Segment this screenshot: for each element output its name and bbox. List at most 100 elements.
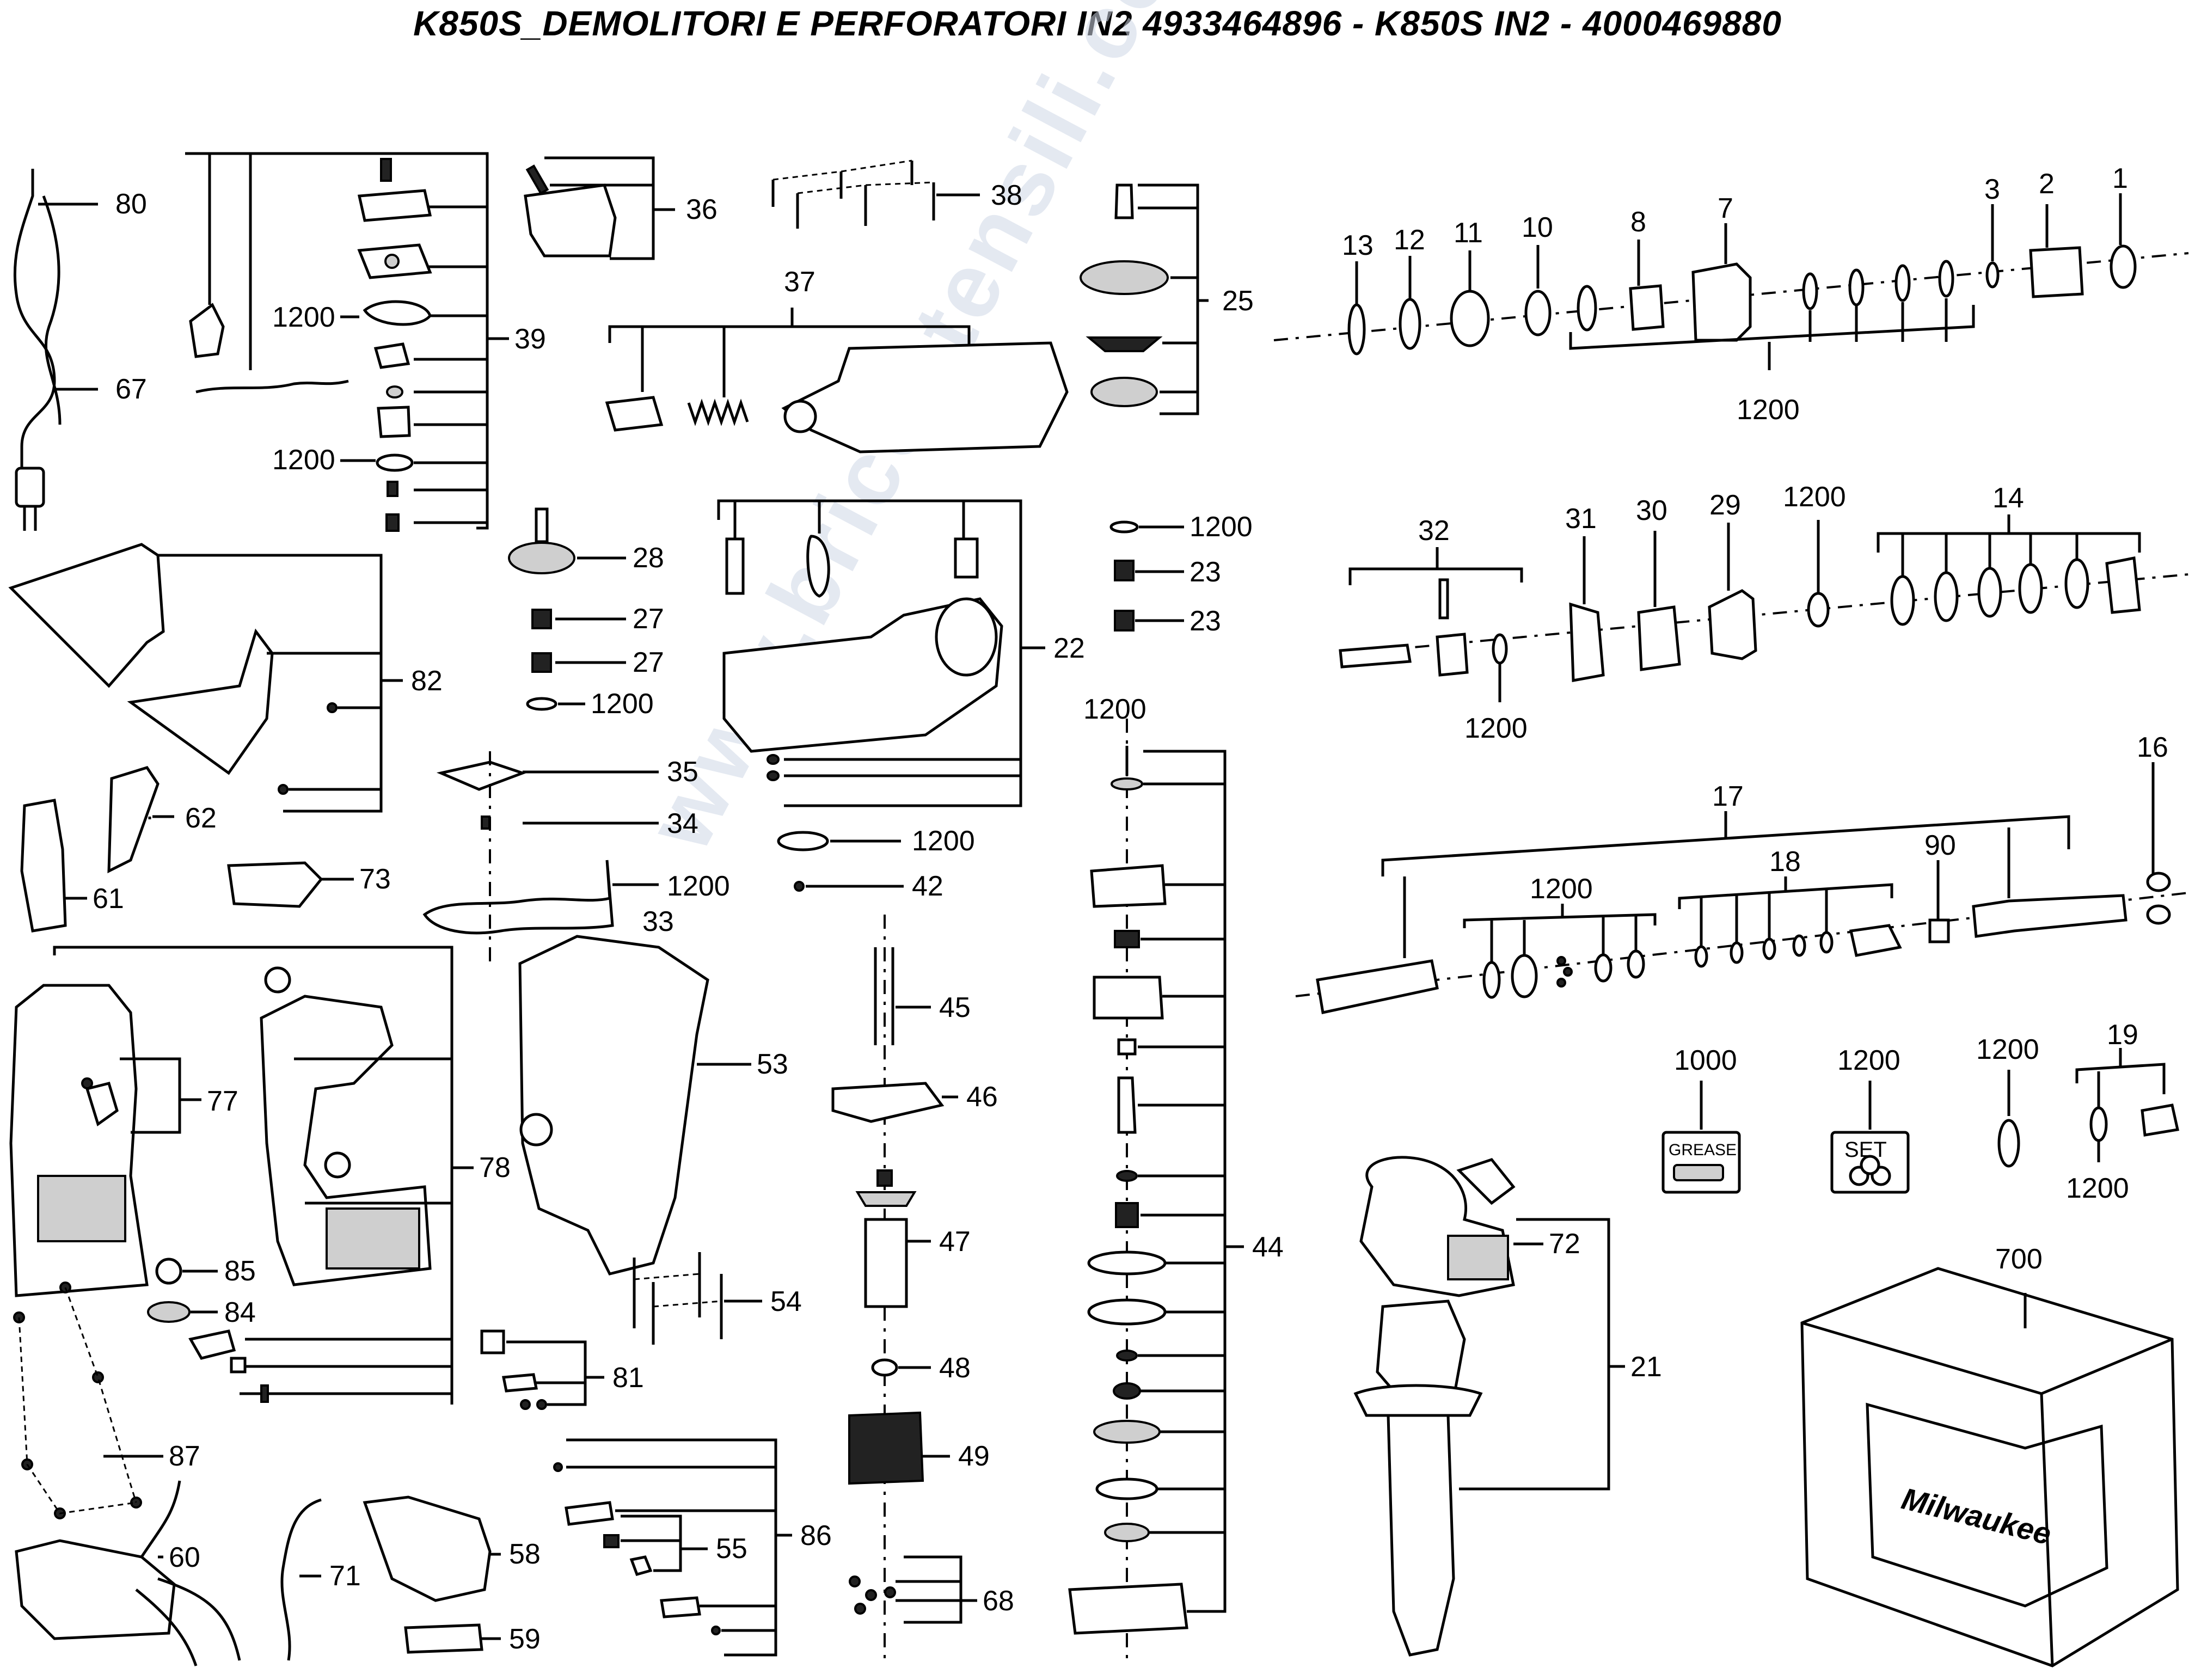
callout-49: 49 [958,1440,990,1472]
callout-86: 86 [800,1520,832,1552]
callout-25: 25 [1222,285,1254,317]
callout-30: 30 [1636,495,1667,526]
callout-23-a: 23 [1190,556,1221,588]
group-36 [524,156,675,260]
callout-71: 71 [329,1560,361,1592]
callout-11: 11 [1454,217,1483,249]
group-37 [605,308,1069,453]
callout-82: 82 [411,665,443,697]
callout-58: 58 [509,1538,541,1570]
callout-39: 39 [514,323,546,355]
callout-28: 28 [633,542,664,574]
callout-33: 33 [642,906,674,937]
housing-78 [9,946,474,1405]
callout-17: 17 [1712,781,1744,812]
callout-1200-d: 1200 [591,688,654,720]
spindle-row-bottom-leaders [1381,762,2155,962]
group-25 [1080,183,1209,415]
callout-48: 48 [939,1352,971,1384]
callout-12: 12 [1394,224,1425,256]
callout-77: 77 [207,1086,238,1117]
callout-1200-i: 1200 [912,825,975,857]
callout-72: 72 [1549,1228,1580,1260]
callout-27-b: 27 [633,647,664,678]
set-label: SET [1844,1138,1887,1162]
grease-label: GREASE [1669,1141,1737,1159]
callout-34: 34 [667,808,698,839]
group-86 [553,1438,792,1657]
callout-61: 61 [93,883,124,915]
callout-23-b: 23 [1190,605,1221,637]
callout-14: 14 [1992,482,2024,514]
callout-700: 700 [1995,1243,2043,1275]
switch-parts [189,158,432,532]
callout-37: 37 [784,266,816,298]
carry-case [1800,1267,2179,1667]
callout-38: 38 [991,180,1022,211]
power-cord [13,169,98,531]
callout-54: 54 [770,1286,802,1317]
callout-55: 55 [716,1533,747,1565]
callout-1200-l: 1200 [1837,1045,1900,1076]
parts-42 [777,831,904,892]
callout-73: 73 [359,863,391,895]
callout-60: 60 [169,1542,200,1573]
part-68-screws [849,1555,977,1624]
callout-29: 29 [1709,489,1741,521]
callout-22: 22 [1053,633,1085,664]
callout-1200-k: 1200 [1530,873,1593,905]
callout-1200-h: 1200 [667,870,730,902]
callout-2: 2 [2039,168,2055,200]
part-53 [518,935,751,1276]
spindle-row-middle-leaders [1348,514,2141,702]
part-71 [280,1498,322,1661]
callout-36: 36 [686,194,718,225]
group-22 [717,499,1045,807]
group-82 [8,543,403,813]
gear-group-28 [508,507,626,711]
callout-1200-m: 1200 [1976,1034,2039,1065]
callout-44: 44 [1252,1231,1284,1263]
callout-90: 90 [1924,830,1956,861]
callout-68: 68 [983,1585,1014,1617]
oring-kit [1997,1119,2020,1168]
callout-16: 16 [2137,732,2168,763]
callout-27-a: 27 [633,603,664,635]
callout-84: 84 [224,1297,256,1328]
parts-61-62-73 [20,766,354,933]
spindle-row-bottom [1316,872,2171,1014]
callout-1200-b: 1200 [272,444,335,476]
callout-1000: 1000 [1674,1045,1737,1076]
parts-60-87 [13,1282,241,1666]
callout-19: 19 [2107,1019,2138,1051]
part-19 [2075,1048,2180,1162]
kit-set [1830,1131,1910,1194]
callout-10: 10 [1522,212,1553,243]
callout-1200-e: 1200 [1190,511,1253,543]
callout-45: 45 [939,992,971,1023]
callout-47: 47 [939,1226,971,1258]
callout-53: 53 [757,1049,788,1080]
callout-87: 87 [169,1440,200,1472]
group-39-bracket [185,152,509,530]
callout-1200-g: 1200 [1464,713,1528,744]
parts-58-59 [363,1495,501,1654]
callout-85: 85 [224,1255,256,1287]
callout-18: 18 [1769,846,1801,878]
diagram-title: K850S_DEMOLITORI E PERFORATORI IN2 49334… [413,4,1782,43]
armature-column [831,947,958,1485]
spindle-row-top [1347,244,2137,355]
callout-1200-j: 1200 [1083,694,1146,725]
group-23 [1109,520,1184,631]
part-54-screws [633,1252,762,1345]
part-81 [480,1329,604,1410]
gear-column-44-bracket [1125,746,1244,1613]
callout-42: 42 [912,870,943,902]
callout-81: 81 [612,1362,644,1394]
callout-1200-f: 1200 [1783,481,1846,513]
callout-35: 35 [667,756,698,788]
callout-80: 80 [115,188,147,220]
gear-column-44 [1068,777,1188,1635]
group-38-screws [771,160,980,229]
